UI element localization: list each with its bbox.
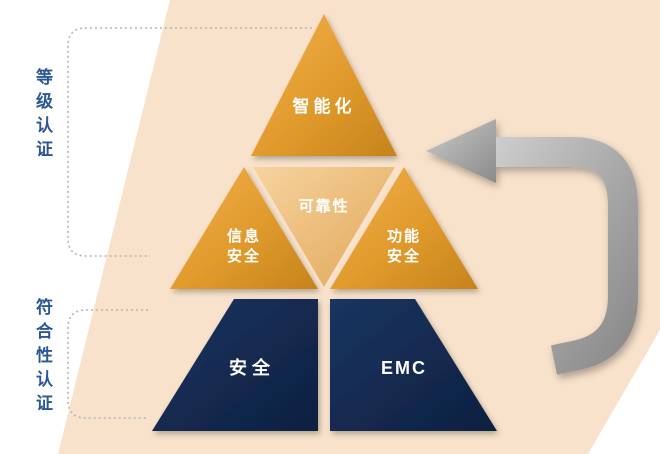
safety-label: 安全 (229, 357, 275, 378)
conformity-certification-label: 符合性认证 (33, 298, 52, 418)
grade-certification-label: 等级认证 (33, 68, 52, 164)
return-arrow-body (492, 137, 638, 375)
information-security-label-line2: 安全 (227, 247, 261, 265)
tier-information-security: 信息 安全 (170, 167, 318, 289)
intelligence-label: 智能化 (293, 96, 356, 116)
reliability-triangle (253, 167, 395, 287)
information-security-label-line1: 信息 (227, 227, 261, 245)
return-arrow-icon (426, 119, 638, 375)
reliability-label: 可靠性 (298, 197, 349, 215)
emc-trapezoid (330, 299, 497, 431)
tier-functional-safety: 功能 安全 (330, 167, 478, 289)
safety-trapezoid (152, 299, 318, 431)
functional-safety-triangle (330, 167, 478, 289)
intelligence-triangle (251, 14, 397, 156)
tier-emc: EMC (330, 299, 497, 431)
grade-certification-bracket (67, 27, 312, 257)
functional-safety-label-line2: 安全 (387, 247, 421, 265)
emc-label: EMC (381, 358, 427, 378)
tier-reliability: 可靠性 (253, 167, 395, 287)
functional-safety-label-line1: 功能 (387, 227, 421, 245)
tier-intelligence: 智能化 (251, 14, 397, 156)
tier-safety: 安全 (152, 299, 318, 431)
information-security-triangle (170, 167, 318, 289)
return-arrow-head (426, 119, 496, 183)
